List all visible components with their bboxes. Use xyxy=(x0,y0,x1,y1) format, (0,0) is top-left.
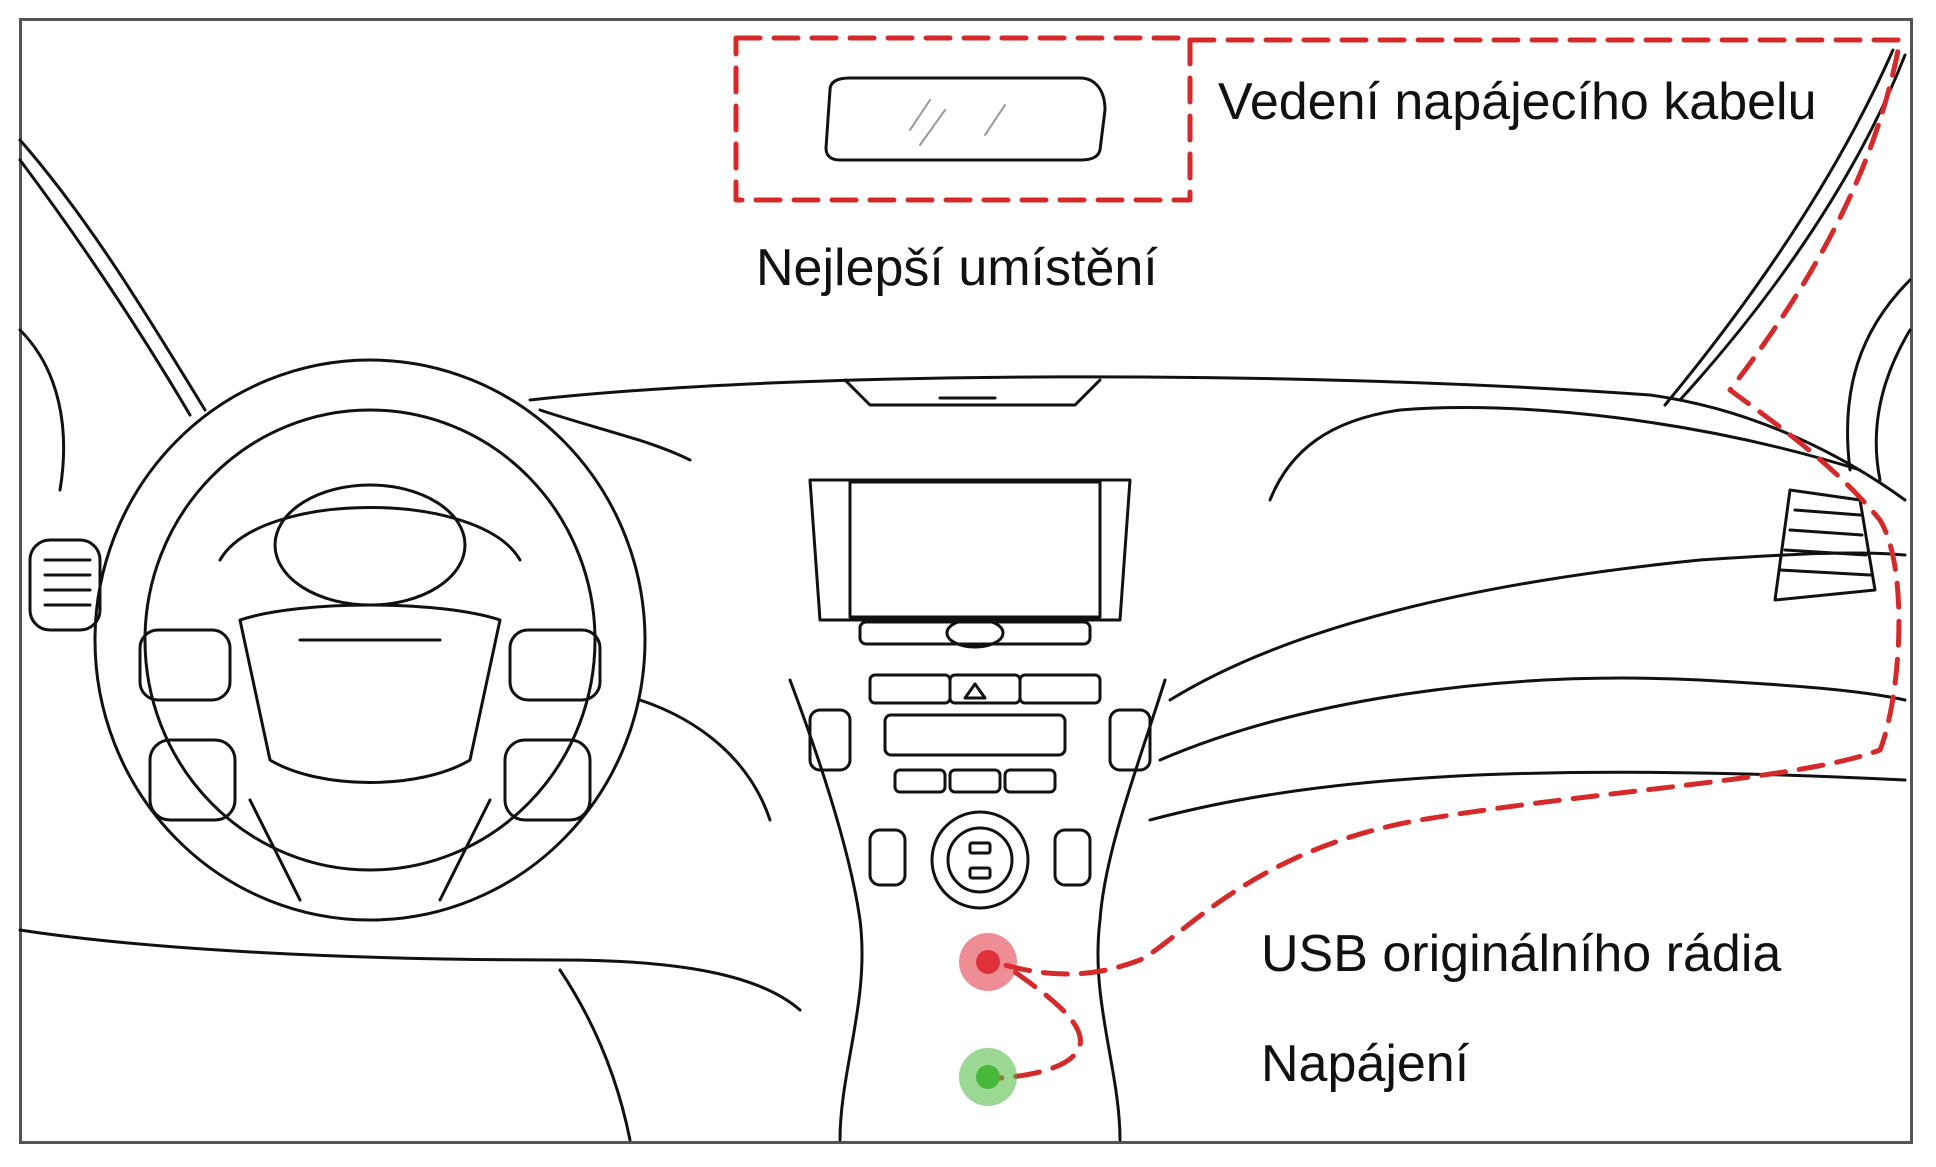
warning-triangle-icon xyxy=(963,682,987,700)
dashboard-top xyxy=(528,375,1907,502)
windshield-frame xyxy=(18,48,1912,492)
center-console xyxy=(788,478,1167,1142)
power-label: Napájení xyxy=(1255,1034,1476,1094)
left-air-vent xyxy=(28,538,102,632)
usb-radio-label: USB originálního rádia xyxy=(1255,924,1788,984)
cable-routing-label: Vedení napájecího kabelu xyxy=(1212,72,1823,132)
red-dot-icon xyxy=(959,933,1017,991)
steering-wheel xyxy=(93,358,647,922)
green-dot-icon xyxy=(959,1048,1017,1106)
best-placement-label: Nejlepší umístění xyxy=(750,238,1164,298)
dashboard-lines xyxy=(18,551,1907,1142)
power-cable-route xyxy=(997,37,1903,1081)
rearview-mirror xyxy=(824,76,1107,162)
best-placement-box xyxy=(733,35,1193,203)
diagram-frame xyxy=(19,18,1913,1144)
right-air-vent xyxy=(1773,488,1877,602)
